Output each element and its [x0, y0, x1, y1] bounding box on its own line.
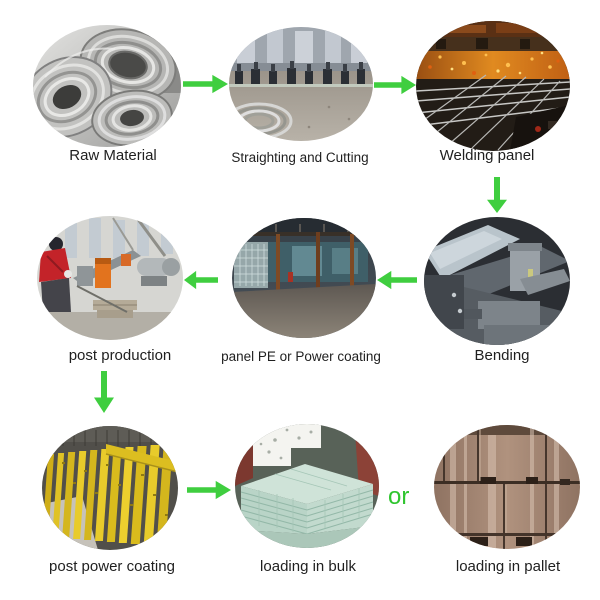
bending-machine-photo: [424, 217, 570, 345]
yellow-coated-posts-photo: [42, 426, 178, 550]
step-label-post-power-coating: post power coating: [49, 558, 175, 575]
step-label-post-production: post production: [68, 347, 172, 364]
coating-line-photo: [232, 218, 376, 338]
arrow-shape: [377, 270, 417, 290]
mesh-welding-sparks-photo: [416, 21, 570, 151]
arrow-shape: [374, 75, 416, 95]
arrow-right-icon: [183, 74, 228, 94]
arrow-right-icon: [187, 480, 231, 500]
or-text: or: [388, 483, 410, 510]
arrow-shape: [187, 480, 231, 500]
post-production-workshop-photo: [37, 216, 183, 340]
step-label-loading-in-pallet: loading in pallet: [455, 558, 561, 575]
arrow-left-icon: [184, 270, 218, 290]
bulk-stacked-panels-photo: [235, 424, 379, 548]
arrow-shape: [94, 371, 114, 413]
arrow-down-icon: [94, 371, 114, 413]
step-label-loading-in-bulk: loading in bulk: [260, 558, 356, 575]
arrow-shape: [183, 74, 228, 94]
step-label-bending: Bending: [474, 347, 530, 364]
arrow-right-icon: [374, 75, 416, 95]
step-label-raw-material: Raw Material: [69, 147, 157, 164]
arrow-left-icon: [377, 270, 417, 290]
wire-coils-photo: [33, 25, 181, 147]
arrow-down-icon: [487, 177, 507, 213]
palletized-boxes-photo: [434, 425, 580, 549]
arrow-shape: [184, 270, 218, 290]
step-label-straighting-cutting: Straighting and Cutting: [231, 150, 369, 165]
step-label-panel-coating: panel PE or Power coating: [221, 349, 381, 364]
straightening-cutting-machines-photo: [229, 27, 373, 141]
arrow-shape: [487, 177, 507, 213]
step-label-welding-panel: Welding panel: [439, 147, 535, 164]
